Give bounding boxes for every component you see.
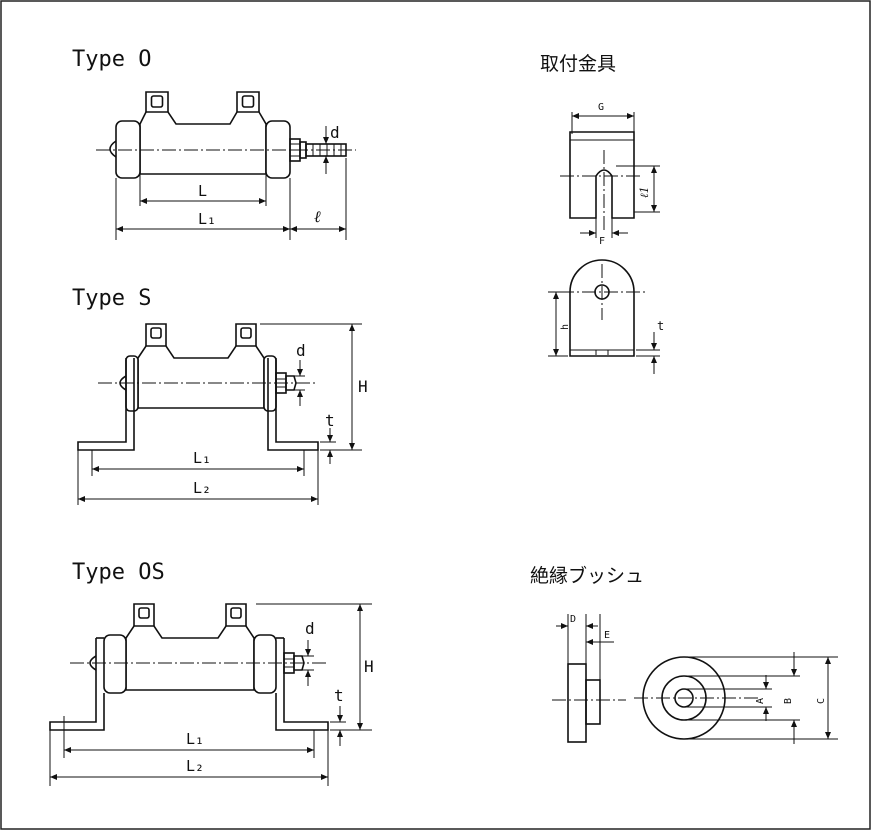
- bushing-flange: [567, 663, 587, 743]
- label-ell: ℓ: [314, 207, 321, 226]
- bracket-left: [49, 638, 105, 731]
- label-d: d: [305, 619, 315, 638]
- label-d: d: [296, 341, 306, 360]
- label-L1: L₁: [198, 210, 216, 228]
- bracket-right: [275, 638, 329, 731]
- label-C: C: [816, 698, 827, 704]
- type-os-title: Type OS: [72, 560, 165, 585]
- type-os-drawing: Type OS d H: [49, 560, 374, 786]
- label-F: F: [599, 236, 605, 247]
- bracket-top-view: [569, 131, 635, 219]
- mount-tab-right: [236, 91, 260, 112]
- label-t: t: [657, 319, 664, 333]
- mount-tab-right: [225, 603, 247, 626]
- label-H: H: [364, 657, 374, 676]
- bushing-collar: [585, 679, 601, 725]
- label-L: L: [198, 182, 207, 200]
- resistor-body: [139, 111, 267, 175]
- bracket-title: 取付金具: [540, 53, 616, 75]
- label-H: H: [358, 377, 368, 396]
- label-L1: L₁: [193, 449, 211, 467]
- mount-tab-left: [145, 91, 169, 112]
- label-G: G: [598, 102, 604, 113]
- type-o-title: Type O: [72, 47, 151, 72]
- label-ell1: ℓ1: [638, 186, 651, 198]
- label-E: E: [604, 630, 610, 641]
- label-t: t: [334, 686, 344, 705]
- label-A: A: [755, 698, 766, 704]
- bushing-title: 絶縁ブッシュ: [530, 564, 644, 587]
- label-L2: L₂: [186, 757, 204, 775]
- type-s-title: Type S: [72, 286, 151, 311]
- bushing-detail: 絶縁ブッシュ D E A B: [530, 564, 838, 744]
- label-d: d: [330, 123, 340, 142]
- resistor-body: [137, 345, 265, 409]
- label-L2: L₂: [193, 479, 211, 497]
- mount-tab-left: [145, 323, 167, 346]
- mount-tab-left: [133, 603, 155, 626]
- type-s-drawing: Type S d H: [72, 286, 368, 505]
- label-h: h: [560, 324, 571, 330]
- bracket-left: [77, 358, 135, 451]
- bracket-right: [267, 358, 319, 451]
- label-B: B: [783, 698, 794, 704]
- bracket-detail: 取付金具 G ℓ1 F h: [540, 53, 664, 374]
- bracket-side-view: [569, 259, 635, 357]
- type-o-drawing: Type O d L: [72, 47, 356, 240]
- label-t: t: [325, 411, 335, 430]
- label-D: D: [570, 614, 576, 625]
- resistor-body: [125, 625, 255, 691]
- label-L1: L₁: [186, 730, 204, 748]
- mount-tab-right: [235, 323, 257, 346]
